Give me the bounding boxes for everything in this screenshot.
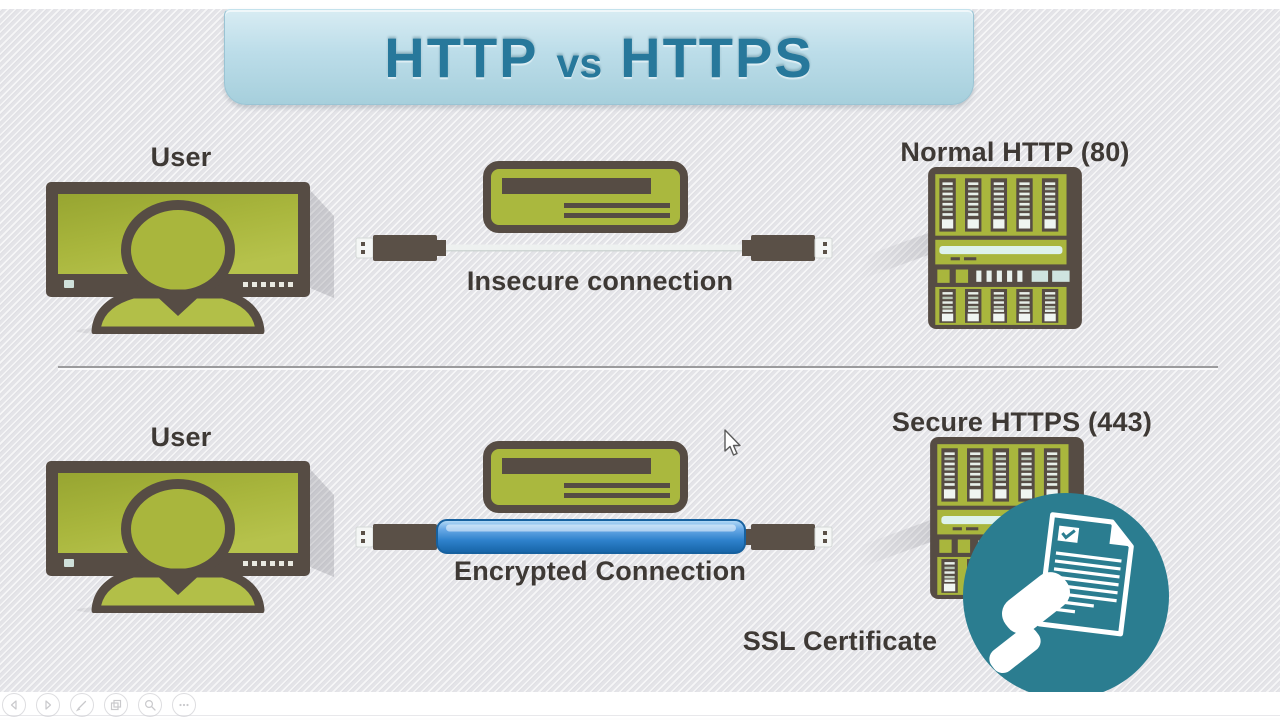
previous-icon[interactable]: [2, 693, 26, 717]
next-icon[interactable]: [36, 693, 60, 717]
title-word-http: HTTP: [384, 25, 539, 89]
http-user-label: User: [150, 142, 212, 172]
title-word-vs: vs: [556, 39, 603, 86]
browser-card-icon: [483, 441, 688, 513]
section-divider: [58, 366, 1218, 368]
ssl-certificate-label: SSL Certificate: [742, 626, 938, 656]
insecure-connection-label: Insecure connection: [466, 266, 734, 296]
hand-icon: [989, 572, 1070, 674]
zoom-icon[interactable]: [138, 693, 162, 717]
page-title: HTTP vs HTTPS: [384, 25, 813, 90]
title-banner: HTTP vs HTTPS: [224, 9, 974, 105]
user-computer-icon: [38, 174, 338, 334]
https-user-label: User: [150, 422, 212, 452]
usb-cable-icon: [355, 234, 833, 262]
user-computer-icon: [38, 453, 338, 613]
https-server-label: Secure HTTPS (443): [891, 407, 1153, 437]
pen-icon[interactable]: [70, 693, 94, 717]
http-server-icon: [927, 167, 1083, 329]
more-icon[interactable]: [172, 693, 196, 717]
mouse-cursor: [724, 429, 741, 456]
browser-card-icon: [483, 161, 688, 233]
encrypted-connection-label: Encrypted Connection: [453, 556, 747, 586]
http-server-label: Normal HTTP (80): [900, 137, 1130, 167]
viewer-toolbar: [0, 692, 1280, 720]
encrypted-usb-cable-icon: [355, 519, 833, 554]
title-word-https: HTTPS: [620, 25, 814, 89]
copy-slide-icon[interactable]: [104, 693, 128, 717]
ssl-certificate-badge-icon: [963, 493, 1169, 699]
